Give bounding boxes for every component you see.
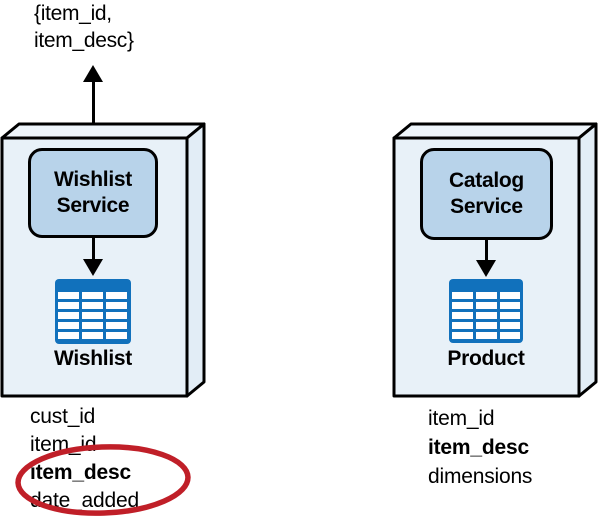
database-table-icon [55, 279, 131, 344]
wishlist-service-label: Wishlist Service [54, 168, 132, 217]
table-grid [452, 292, 520, 339]
database-table-icon [449, 279, 523, 343]
box-side-face [577, 122, 598, 398]
arrow-down-icon [476, 260, 496, 277]
box-side-face [185, 122, 206, 398]
field-item-desc: item_desc [30, 461, 131, 484]
table-grid [58, 292, 128, 340]
annotation-line-1: {item_id, [34, 2, 112, 25]
field-item-id: item_id [428, 407, 495, 430]
field-item-id: item_id [30, 433, 97, 456]
wishlist-arrow-line [92, 236, 95, 261]
wishlist-table-label: Wishlist [54, 347, 132, 370]
arrow-down-icon [83, 259, 103, 276]
arrow-up-icon [83, 65, 103, 82]
wishlist-service-node: Wishlist Service [28, 148, 158, 238]
catalog-service-label: Catalog Service [449, 169, 524, 218]
field-dimensions: dimensions [428, 465, 533, 488]
field-item-desc: item_desc [428, 436, 529, 459]
catalog-service-node: Catalog Service [420, 148, 553, 240]
box-top-face [0, 122, 206, 140]
annotation-line-2: item_desc} [34, 29, 134, 52]
box-top-face [392, 122, 598, 140]
product-table-label: Product [447, 347, 525, 370]
projection-annotation: {item_id, item_desc} [34, 0, 134, 54]
wishlist-field-list: cust_id item_id item_desc date_added [30, 403, 139, 515]
catalog-arrow-line [485, 238, 488, 261]
field-date-added: date_added [30, 489, 139, 512]
arrow-up-line [92, 81, 95, 123]
field-cust-id: cust_id [30, 405, 96, 428]
catalog-field-list: item_id item_desc dimensions [428, 404, 532, 491]
